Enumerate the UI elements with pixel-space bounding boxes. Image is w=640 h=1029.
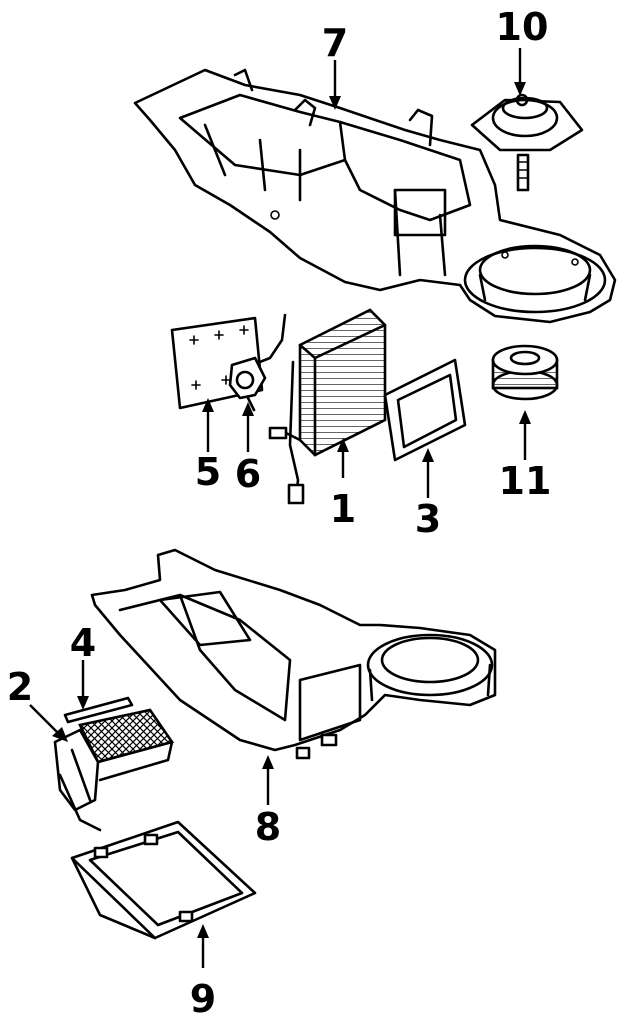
lower-case-housing xyxy=(90,548,497,760)
callout-6: 6 xyxy=(235,452,261,496)
callout-5: 5 xyxy=(195,450,221,494)
blower-motor xyxy=(470,93,584,192)
callout-1: 1 xyxy=(330,487,356,531)
filter-frame xyxy=(383,358,467,462)
seal-strip xyxy=(63,696,134,724)
expansion-valve xyxy=(228,313,287,412)
callout-arrows xyxy=(29,48,531,968)
lower-cover-tray xyxy=(70,820,257,940)
blower-wheel xyxy=(491,344,559,401)
heater-core xyxy=(53,708,175,832)
upper-case-housing xyxy=(133,68,617,324)
evaporator-core xyxy=(268,308,387,505)
callout-10: 10 xyxy=(496,5,549,49)
callout-4: 4 xyxy=(70,621,96,665)
callout-11: 11 xyxy=(499,459,552,503)
callout-7: 7 xyxy=(322,21,348,65)
callout-3: 3 xyxy=(415,497,441,541)
callout-8: 8 xyxy=(255,805,281,849)
callout-9: 9 xyxy=(190,977,216,1021)
callout-labels: 7 10 5 6 1 3 11 4 2 8 9 xyxy=(7,5,552,1021)
callout-2: 2 xyxy=(7,665,33,709)
arrow-2 xyxy=(29,704,61,736)
